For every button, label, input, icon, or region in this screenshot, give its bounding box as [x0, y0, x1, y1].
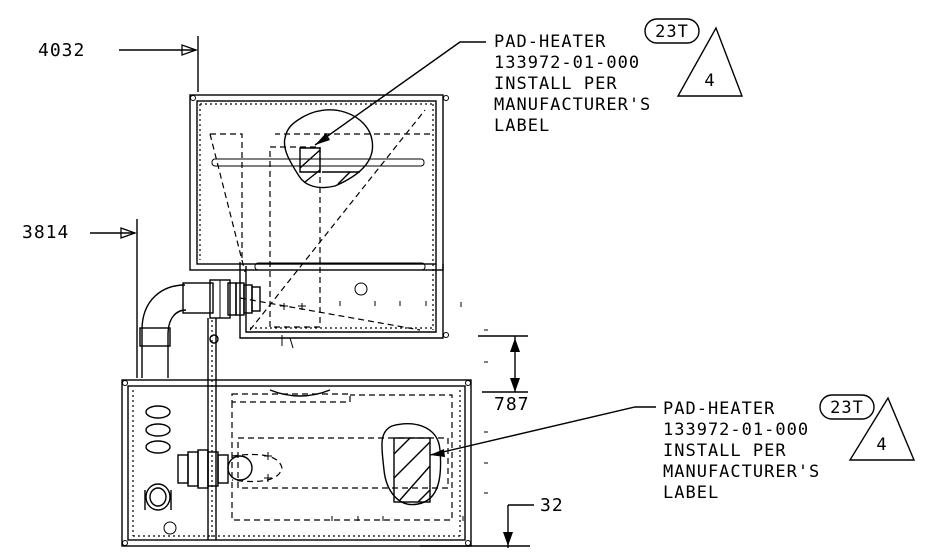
dimension-3814-label: 3814 — [22, 222, 69, 243]
dimension-4032-label: 4032 — [38, 40, 85, 61]
lower-heater-box — [121, 329, 488, 547]
callout-lower-line-1: PAD-HEATER — [663, 399, 775, 419]
callout-lower-bubble-label: 23T — [830, 398, 864, 418]
connector-assembly — [139, 279, 261, 540]
dimension-32-label: 32 — [540, 495, 564, 516]
callout-lower: PAD-HEATER 133972-01-000 INSTALL PER MAN… — [429, 394, 916, 503]
callout-lower-flag — [848, 396, 916, 461]
callout-lower-line-4: MANUFACTURER'S — [663, 462, 820, 482]
callout-upper-flag-label: 4 — [704, 71, 715, 91]
callout-upper-bubble-label: 23T — [655, 22, 689, 42]
dimension-787-label: 787 — [494, 394, 530, 415]
callout-upper-line-3: INSTALL PER — [494, 74, 618, 94]
callout-upper-line-2: 133972-01-000 — [494, 53, 640, 73]
callout-lower-line-2: 133972-01-000 — [663, 420, 809, 440]
callout-upper-flag — [676, 26, 744, 97]
upper-heater-box — [189, 94, 462, 349]
callout-lower-bubble — [819, 394, 875, 420]
callout-upper-line-4: MANUFACTURER'S — [494, 95, 651, 115]
callout-upper: PAD-HEATER 133972-01-000 INSTALL PER MAN… — [314, 18, 744, 146]
dimension-3814: 3814 — [22, 219, 138, 378]
callout-lower-flag-label: 4 — [876, 435, 887, 455]
dimension-4032: 4032 — [38, 36, 199, 92]
callout-upper-line-1: PAD-HEATER — [494, 32, 606, 52]
callout-lower-line-3: INSTALL PER — [663, 441, 787, 461]
callout-upper-line-5: LABEL — [494, 116, 550, 136]
dimension-787: 787 — [478, 335, 530, 415]
callout-lower-line-5: LABEL — [663, 483, 719, 503]
callout-upper-bubble — [644, 18, 700, 44]
